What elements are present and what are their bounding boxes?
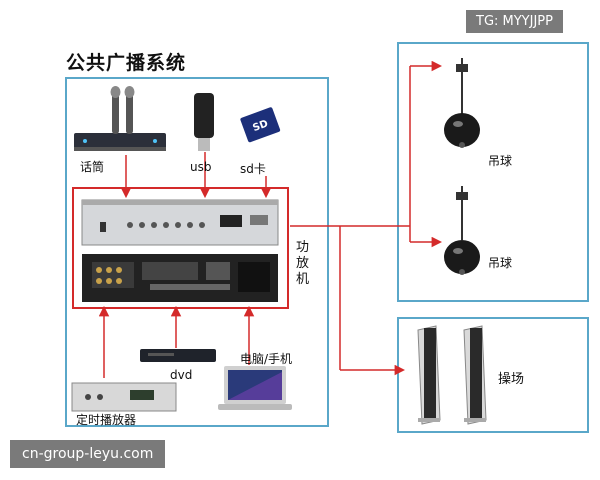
sd-card: SD	[240, 107, 281, 143]
site-watermark: cn-group-leyu.com	[10, 440, 166, 468]
amplifier-back	[82, 254, 278, 302]
mic-label: 话筒	[80, 160, 105, 174]
playground-label: 操场	[498, 372, 525, 387]
column-speaker-1	[417, 325, 441, 425]
pendant-1-label: 吊球	[488, 154, 513, 168]
dvd-label: dvd	[170, 368, 193, 382]
system-frame	[65, 77, 329, 427]
wireless-mic-receiver	[74, 86, 166, 151]
pc-phone-label: 电脑/手机	[240, 352, 293, 366]
sd-label: sd卡	[240, 162, 266, 176]
amplifier-label: 功放机	[296, 240, 310, 287]
diagram-title: 公共广播系统	[66, 52, 187, 74]
tg-tag: TG: MYYJJPP	[466, 10, 563, 33]
pendant-speaker-2	[444, 186, 480, 275]
pendant-speaker-1	[444, 58, 480, 148]
usb-drive	[194, 93, 214, 151]
pendant-frame	[397, 42, 589, 302]
timer-player	[71, 382, 177, 412]
amplifier-front	[81, 199, 279, 246]
input-arrows	[98, 152, 272, 378]
usb-label: usb	[190, 160, 212, 174]
laptop	[218, 366, 292, 410]
pendant-2-label: 吊球	[488, 256, 513, 270]
output-arrows	[290, 60, 443, 376]
column-speaker-2	[463, 325, 487, 425]
timer-label: 定时播放器	[76, 413, 137, 427]
sd-card-text: SD	[251, 118, 269, 134]
dvd-player	[140, 349, 216, 362]
